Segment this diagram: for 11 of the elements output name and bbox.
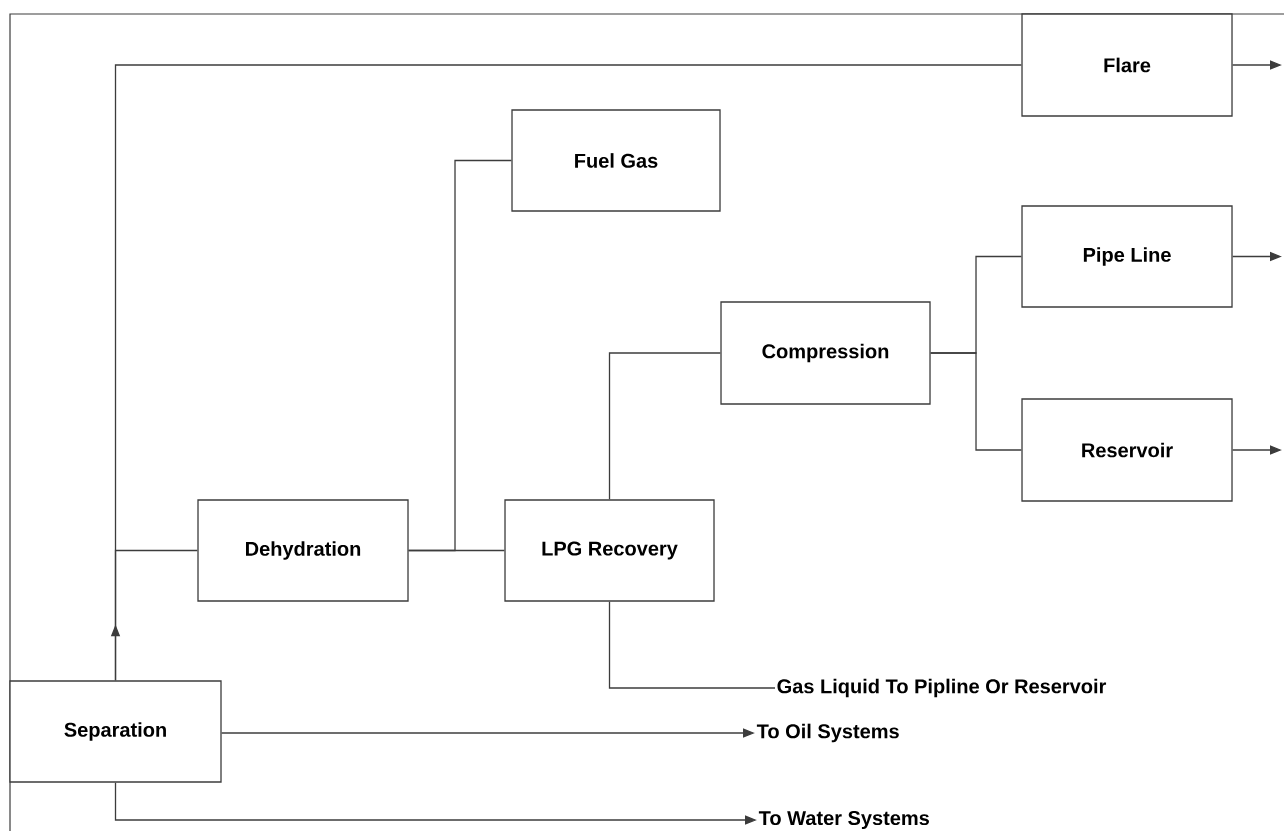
output-label: Gas Liquid To Pipline Or Reservoir bbox=[777, 678, 1107, 698]
process-box: Flare bbox=[1021, 13, 1233, 117]
process-box: Reservoir bbox=[1021, 398, 1233, 502]
process-box: Pipe Line bbox=[1021, 205, 1233, 308]
process-box: Compression bbox=[720, 301, 931, 405]
process-box: Separation bbox=[9, 680, 222, 783]
process-box: Fuel Gas bbox=[511, 109, 721, 212]
output-label: To Oil Systems bbox=[756, 723, 899, 743]
process-box: LPG Recovery bbox=[504, 499, 715, 602]
process-box: Dehydration bbox=[197, 499, 409, 602]
output-label: To Water Systems bbox=[758, 810, 929, 830]
